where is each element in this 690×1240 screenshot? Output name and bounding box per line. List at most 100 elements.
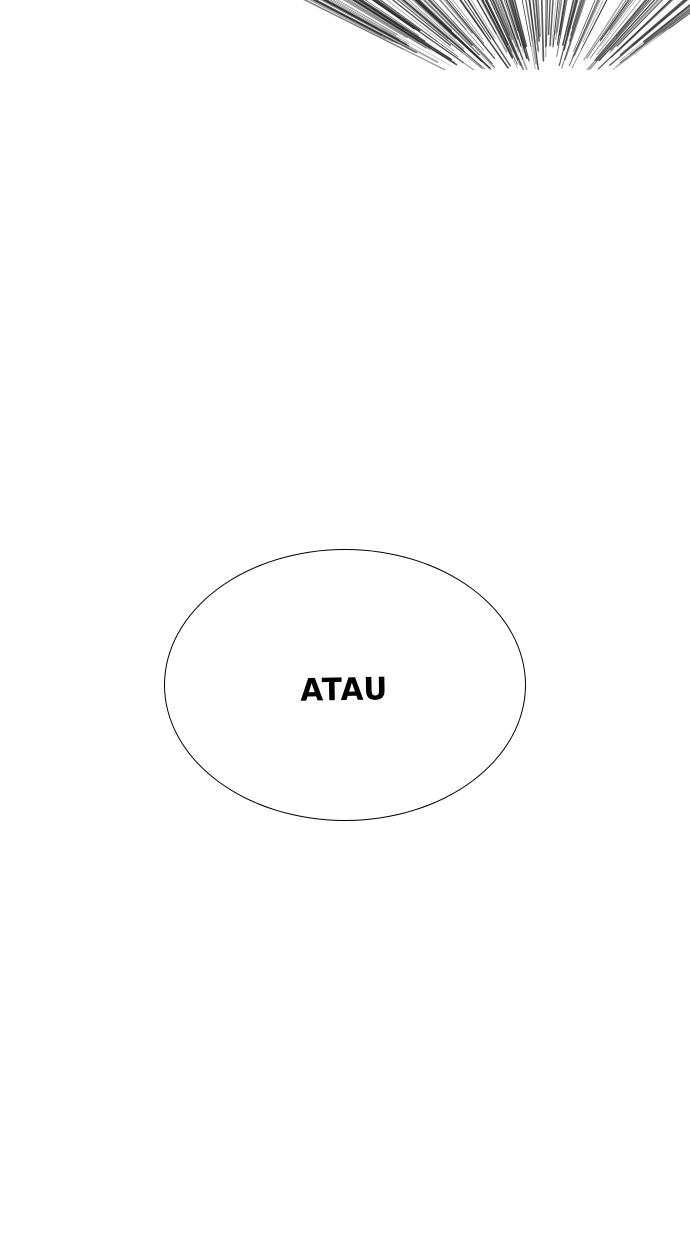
speed-line [555,0,561,35]
speed-line [476,0,497,35]
speed-line [495,0,513,40]
speed-line [352,0,421,43]
speed-line [629,8,690,55]
speed-line [379,0,459,57]
speed-line [329,0,410,45]
speed-line [615,10,690,68]
speed-line [558,0,567,36]
speed-line [555,0,561,34]
speed-line [507,0,518,32]
speed-line [481,0,514,58]
speed-line [562,0,575,46]
speed-line [337,0,398,35]
speed-line [668,13,690,30]
speed-line [425,0,496,70]
speed-line [589,0,634,59]
speed-line [440,0,467,30]
speech-bubble-text: ATAU [299,671,389,709]
speed-line [355,0,452,61]
speed-line [364,0,420,37]
speed-line [480,0,513,60]
speed-line [505,0,522,47]
speed-line [347,0,431,51]
speed-line [452,0,484,40]
speed-line [375,0,421,32]
speed-line [415,0,492,70]
speed-line [460,0,485,33]
speed-line [582,0,604,43]
speed-line [511,0,530,62]
speed-line [599,0,630,42]
speed-line [397,0,483,70]
speed-line [380,0,438,42]
speed-line [571,0,608,69]
speed-line [583,0,624,61]
speed-line [416,0,491,69]
speed-line [625,0,672,44]
speed-line [470,0,496,39]
speed-line [467,0,495,41]
speed-line [304,0,447,70]
speed-line [349,0,420,43]
speed-line [467,0,511,67]
speed-line [491,0,517,53]
speed-line [662,10,690,33]
speed-line [545,0,547,58]
speed-line [332,0,396,36]
speed-line [589,0,652,70]
speed-line [319,0,439,63]
speed-line [418,0,453,32]
speed-line [422,0,480,56]
speed-line [616,0,664,47]
speed-line [500,0,524,60]
speed-line [391,0,451,46]
speed-line [373,0,464,64]
speed-line [521,0,536,70]
speed-line [432,0,493,64]
speed-line [552,0,559,48]
speed-line [609,0,661,54]
speed-line [566,0,577,33]
speed-line [563,0,579,51]
speed-line [615,0,648,37]
speech-bubble: ATAU [164,549,526,821]
speed-line [547,0,551,36]
speed-line [537,0,541,38]
speed-line [643,6,690,43]
speed-line [510,0,526,49]
speed-line [498,0,520,53]
speed-line [310,0,394,43]
speed-line [486,0,513,53]
speed-line [484,0,503,33]
speed-line [500,0,528,70]
speed-line [568,0,600,67]
speed-line [443,0,473,34]
speed-line [413,0,491,70]
speed-line [439,0,485,51]
speed-line [481,0,518,69]
speed-line [312,0,398,44]
speed-line [335,0,452,67]
speed-line [594,0,647,61]
speed-line [657,11,690,37]
speed-line [588,0,608,36]
speed-line [572,0,598,58]
speed-line [609,0,632,31]
speed-line [610,0,659,51]
speed-line [574,0,601,57]
speed-line [402,0,466,53]
speed-line [598,0,656,62]
speed-lines-icon [302,0,690,70]
speed-line [503,0,519,40]
speed-line [555,0,562,40]
speed-line [546,0,548,47]
speed-line [412,0,457,40]
speed-line [357,0,405,30]
speed-line [573,0,596,52]
speed-line [596,0,642,56]
speed-line [508,0,528,60]
speed-line [549,0,554,47]
speed-line [556,0,563,33]
speed-line [571,0,581,29]
speed-line [525,0,537,65]
